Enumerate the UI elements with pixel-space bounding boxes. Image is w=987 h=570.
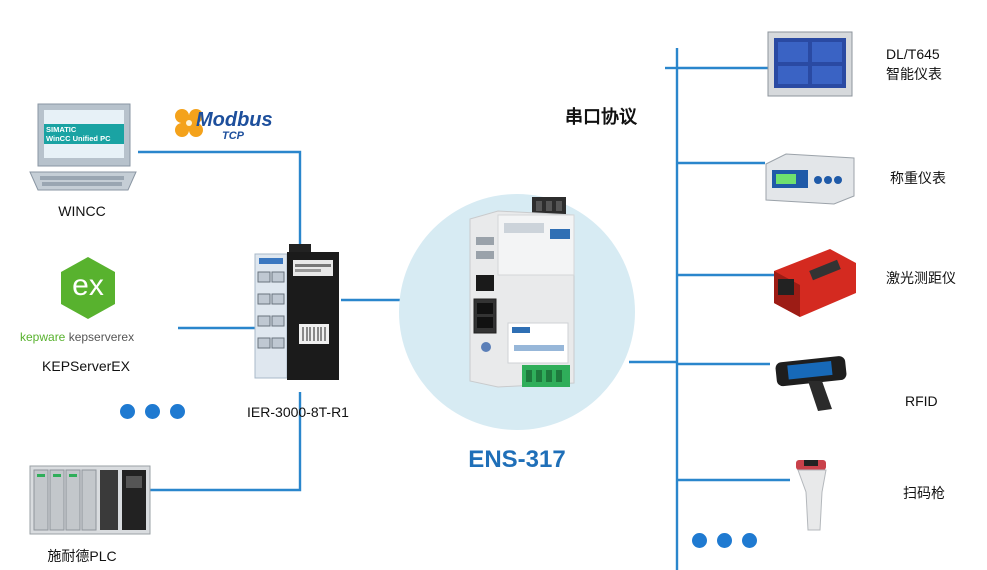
meter-label: DL/T645 智能仪表	[886, 44, 942, 84]
brand-kepserverex: kepserverex	[68, 330, 135, 344]
barcode-scanner-icon	[796, 460, 827, 531]
smart-meter-icon	[767, 31, 853, 97]
meter-label-line2: 智能仪表	[886, 66, 942, 82]
plc-icon	[29, 465, 151, 535]
gateway-label: ENS-317	[468, 446, 566, 473]
switch-label: IER-3000-8T-R1	[247, 404, 349, 420]
rfid-label: RFID	[905, 393, 938, 409]
brand-kepware: kepware	[20, 330, 66, 344]
computer-icon	[29, 103, 137, 191]
laser-rangefinder-icon	[774, 249, 856, 317]
rfid-reader-icon	[775, 356, 847, 411]
kepserver-label: KEPServerEX	[42, 358, 130, 374]
ethernet-switch-icon	[254, 244, 339, 380]
serial-protocol-label: 串口协议	[565, 107, 637, 127]
wincc-label: WINCC	[58, 203, 106, 219]
wincc-screen-text: SIMATIC WinCC Unified PC	[46, 125, 124, 143]
wire-wincc-switch	[138, 150, 302, 250]
more-devices-ellipsis	[692, 533, 757, 548]
modbus-wordmark: Modbus	[196, 109, 273, 131]
plc-label: 施耐德PLC	[47, 548, 117, 564]
kepserver-logo-text: ex	[72, 269, 104, 302]
kepware-brand: kepware kepserverex	[20, 330, 134, 344]
kepserver-logo-icon	[61, 257, 115, 319]
weigh-label: 称重仪表	[890, 170, 946, 186]
screen-line-1: SIMATIC	[46, 125, 77, 134]
screen-line-2: WinCC Unified PC	[46, 134, 111, 143]
laser-label: 激光测距仪	[886, 270, 956, 286]
modbus-tcp-text: TCP	[222, 130, 244, 142]
meter-label-line1: DL/T645	[886, 46, 940, 62]
weighing-indicator-icon	[765, 153, 855, 205]
more-clients-ellipsis	[120, 404, 185, 419]
wire-plc-switch	[148, 392, 302, 492]
gateway-device-icon	[469, 197, 575, 388]
scanner-label: 扫码枪	[903, 485, 945, 501]
modbus-logo-icon	[175, 109, 203, 137]
